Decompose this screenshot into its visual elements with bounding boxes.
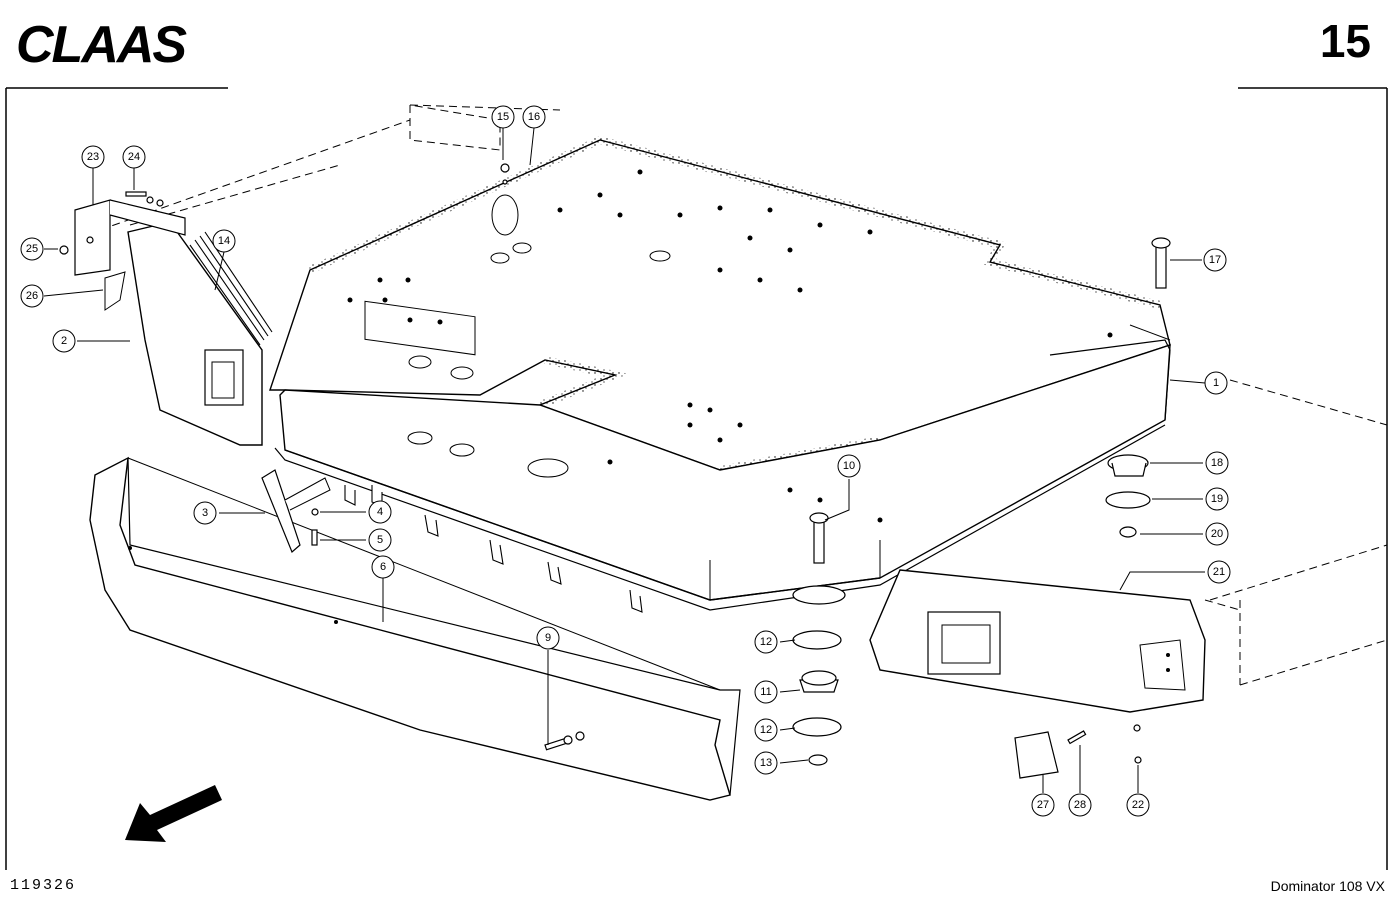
svg-text:27: 27: [1037, 799, 1049, 811]
callout-6: 6: [371, 555, 395, 579]
svg-text:21: 21: [1213, 566, 1225, 578]
platform-plate: [269, 135, 1171, 611]
callout-2: 2: [52, 329, 76, 353]
svg-text:18: 18: [1211, 457, 1223, 469]
callout-5: 5: [368, 528, 392, 552]
svg-text:11: 11: [760, 686, 771, 698]
claas-logo: CLAAS: [16, 18, 189, 68]
callout-1: 1: [1204, 371, 1228, 395]
leader-lines: [43, 127, 1206, 793]
underside-brackets: [344, 485, 643, 613]
svg-text:5: 5: [377, 534, 383, 546]
callout-21: 21: [1207, 560, 1231, 584]
callout-12a: 12: [754, 630, 778, 654]
callout-9: 9: [536, 626, 560, 650]
svg-text:16: 16: [528, 111, 540, 123]
callout-18: 18: [1205, 451, 1229, 475]
callout-15: 15: [491, 105, 515, 129]
cover-plate: [1014, 731, 1059, 779]
callout-11: 11: [754, 680, 778, 704]
svg-text:6: 6: [380, 561, 386, 573]
callout-20: 20: [1205, 522, 1229, 546]
svg-text:25: 25: [26, 243, 38, 255]
svg-text:14: 14: [218, 235, 230, 247]
callout-16: 16: [522, 105, 546, 129]
callout-25: 25: [20, 237, 44, 261]
svg-text:17: 17: [1209, 254, 1221, 266]
mounting-bracket: [74, 199, 186, 276]
callout-26: 26: [20, 284, 44, 308]
support-strut: [261, 469, 301, 554]
callout-markers: 1 2 3 4 5 6 9 10 11 12 12 13 14 15 16 17…: [20, 105, 1231, 817]
svg-text:9: 9: [545, 632, 551, 644]
phantom-outline: [99, 104, 1388, 686]
callout-14: 14: [212, 229, 236, 253]
svg-text:12: 12: [760, 636, 772, 648]
callout-10: 10: [837, 454, 861, 478]
svg-text:15: 15: [497, 111, 509, 123]
svg-text:10: 10: [843, 460, 855, 472]
direction-arrow: [125, 785, 222, 842]
brand-name: CLAAS: [16, 18, 187, 68]
page-number: 15: [1319, 15, 1371, 67]
callout-17: 17: [1203, 248, 1227, 272]
machine-model: Dominator 108 VX: [1270, 878, 1385, 894]
callout-27: 27: [1031, 793, 1055, 817]
callout-19: 19: [1205, 487, 1229, 511]
svg-text:20: 20: [1211, 528, 1223, 540]
svg-text:12: 12: [760, 724, 772, 736]
svg-text:23: 23: [87, 151, 99, 163]
svg-text:26: 26: [26, 290, 38, 302]
left-side-plate: [127, 221, 273, 446]
drawing-number: 119326: [10, 877, 77, 894]
svg-text:24: 24: [128, 151, 140, 163]
svg-text:22: 22: [1132, 799, 1144, 811]
callout-12b: 12: [754, 718, 778, 742]
svg-text:13: 13: [760, 757, 772, 769]
callout-23: 23: [81, 145, 105, 169]
callout-24: 24: [122, 145, 146, 169]
callout-4: 4: [368, 500, 392, 524]
svg-text:19: 19: [1211, 493, 1223, 505]
mounting-hardware: [59, 163, 1171, 766]
callout-3: 3: [193, 501, 217, 525]
svg-text:3: 3: [202, 507, 208, 519]
callout-13: 13: [754, 751, 778, 775]
callout-28: 28: [1068, 793, 1092, 817]
right-side-plate: [869, 569, 1206, 713]
clip-part: [104, 271, 126, 311]
svg-text:2: 2: [61, 335, 67, 347]
callout-22: 22: [1126, 793, 1150, 817]
svg-text:28: 28: [1074, 799, 1086, 811]
svg-text:4: 4: [377, 506, 383, 518]
svg-text:1: 1: [1213, 377, 1219, 389]
